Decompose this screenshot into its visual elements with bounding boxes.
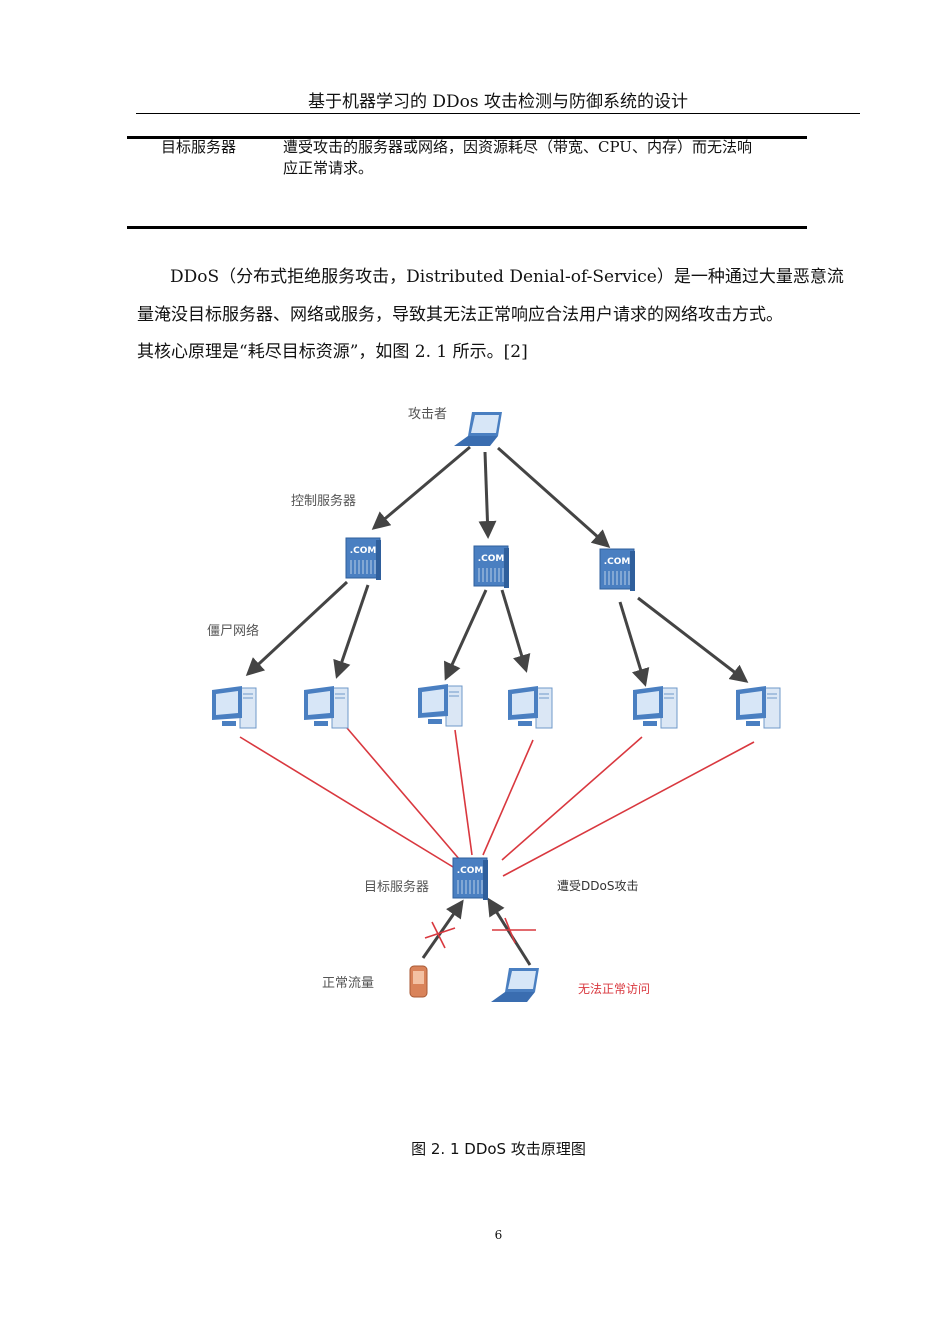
zombie-pc-icon [507, 685, 553, 729]
arrow-control-to-bot-6 [637, 596, 749, 683]
zombie-pc-icon [211, 685, 257, 729]
control-server-icon: .COM [345, 537, 382, 581]
server-badge: .COM [604, 557, 631, 567]
zombie-pc-icon [303, 685, 349, 729]
control-server-icon: .COM [599, 548, 636, 592]
phone-icon [409, 965, 428, 998]
running-header: 基于机器学习的 DDos 攻击检测与防御系统的设计 [136, 92, 860, 114]
arrow-control-to-bot-1 [245, 580, 349, 677]
user-laptop-icon [491, 968, 539, 1002]
arrow-control-to-bot-4 [500, 589, 531, 673]
figure-caption: 图 2. 1 DDoS 攻击原理图 [411, 1140, 586, 1158]
arrow-control-to-bot-3 [444, 589, 488, 681]
arrow-normal-traffic-phone [421, 899, 464, 959]
arrow-attacker-to-control-1 [371, 445, 471, 530]
zombie-pc-icon [735, 685, 781, 729]
control-server-icon: .COM [473, 545, 510, 589]
table-bottom-rule [127, 226, 807, 229]
server-badge: .COM [457, 866, 484, 876]
page-number: 6 [494, 1228, 503, 1242]
flood-lines [239, 727, 755, 877]
paragraph-line-1: DDoS（分布式拒绝服务攻击，Distributed Denial-of-Ser… [170, 267, 844, 287]
label-no-access: 无法正常访问 [578, 982, 651, 996]
label-botnet: 僵尸网络 [207, 624, 260, 639]
attacker-laptop-icon [454, 412, 502, 446]
target-server-icon: .COM [452, 857, 489, 901]
zombie-pc-icon [632, 685, 678, 729]
arrow-control-to-bot-2 [333, 584, 370, 679]
arrow-control-to-bot-5 [618, 601, 650, 687]
label-attacker: 攻击者 [408, 407, 448, 422]
table-description-line2: 应正常请求。 [283, 159, 374, 177]
label-target-server: 目标服务器 [364, 880, 430, 895]
label-under-attack: 遭受DDoS攻击 [557, 879, 639, 893]
attack-arrows [245, 445, 749, 966]
paragraph-line-3: 其核心原理是“耗尽目标资源”，如图 2. 1 所示。[2] [137, 342, 528, 362]
server-badge: .COM [478, 554, 505, 564]
arrow-attacker-to-control-3 [497, 446, 611, 548]
table-term: 目标服务器 [161, 138, 237, 156]
label-normal-traffic: 正常流量 [322, 976, 375, 991]
arrow-normal-traffic-laptop [487, 897, 532, 966]
arrow-attacker-to-control-2 [478, 451, 497, 539]
zombie-pc-icon [417, 683, 463, 727]
paragraph-line-2: 量淹没目标服务器、网络或服务，导致其无法正常响应合法用户请求的网络攻击方式。 [137, 305, 783, 325]
table-description-line1: 遭受攻击的服务器或网络，因资源耗尽（带宽、CPU、内存）而无法响 [283, 138, 752, 156]
server-badge: .COM [350, 546, 377, 556]
label-control-servers: 控制服务器 [291, 494, 357, 509]
blocked-cross-icons [424, 917, 536, 949]
table-top-rule [127, 136, 807, 139]
